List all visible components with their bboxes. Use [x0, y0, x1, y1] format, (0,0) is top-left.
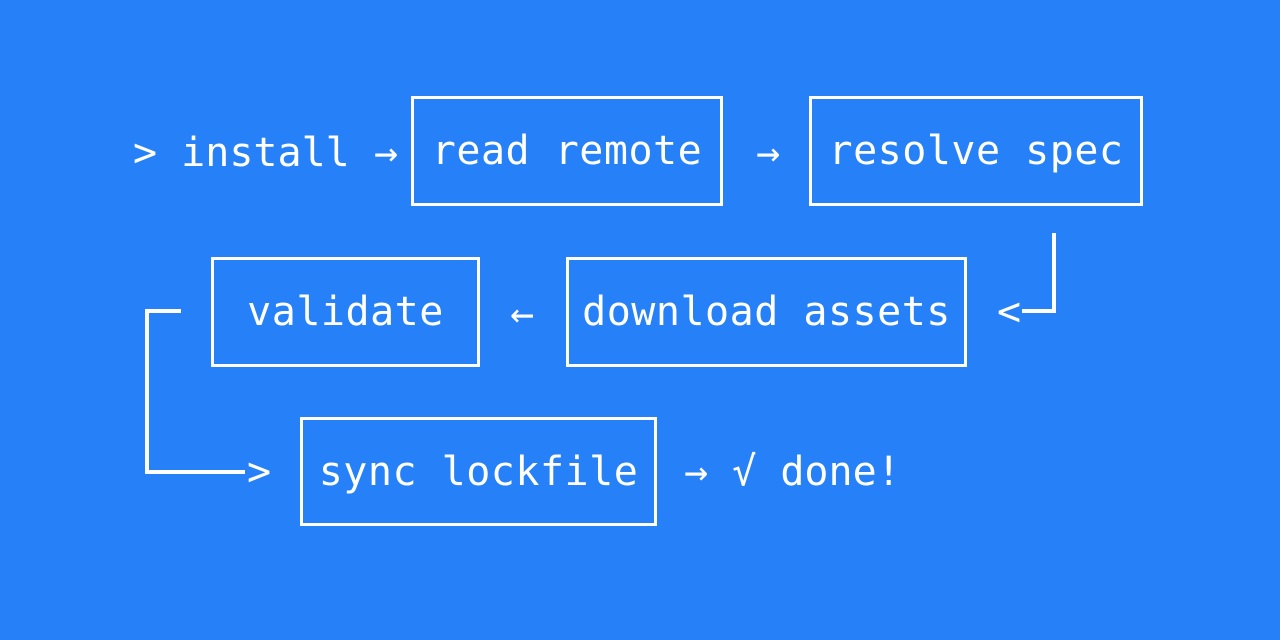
- connector-left-vertical-line: [145, 309, 149, 474]
- node-resolve-spec-label: resolve spec: [828, 128, 1124, 174]
- connector-right-horizontal-line: [1022, 309, 1056, 313]
- connector-right-vertical-line: [1052, 233, 1056, 313]
- connector-left-bottom-line: [145, 470, 245, 474]
- node-read-remote[interactable]: read remote: [411, 96, 723, 206]
- arrow-right-icon-row1: →: [755, 130, 781, 176]
- arrow-left-icon-row2: ←: [509, 291, 535, 337]
- node-sync-lockfile-label: sync lockfile: [318, 448, 639, 495]
- node-sync-lockfile[interactable]: sync lockfile: [300, 417, 657, 526]
- node-download-assets[interactable]: download assets: [566, 257, 967, 367]
- arrow-left-chevron-icon: <: [996, 289, 1022, 335]
- node-read-remote-label: read remote: [431, 128, 703, 174]
- outcome-done-status: → √ done!: [684, 449, 901, 495]
- node-validate[interactable]: validate: [211, 257, 480, 367]
- arrow-right-chevron-icon: >: [246, 449, 272, 495]
- node-resolve-spec[interactable]: resolve spec: [809, 96, 1143, 206]
- node-validate-label: validate: [247, 289, 444, 335]
- command-prompt-install: > install →: [133, 130, 398, 176]
- node-download-assets-label: download assets: [582, 289, 951, 335]
- connector-left-top-stub-line: [145, 309, 181, 313]
